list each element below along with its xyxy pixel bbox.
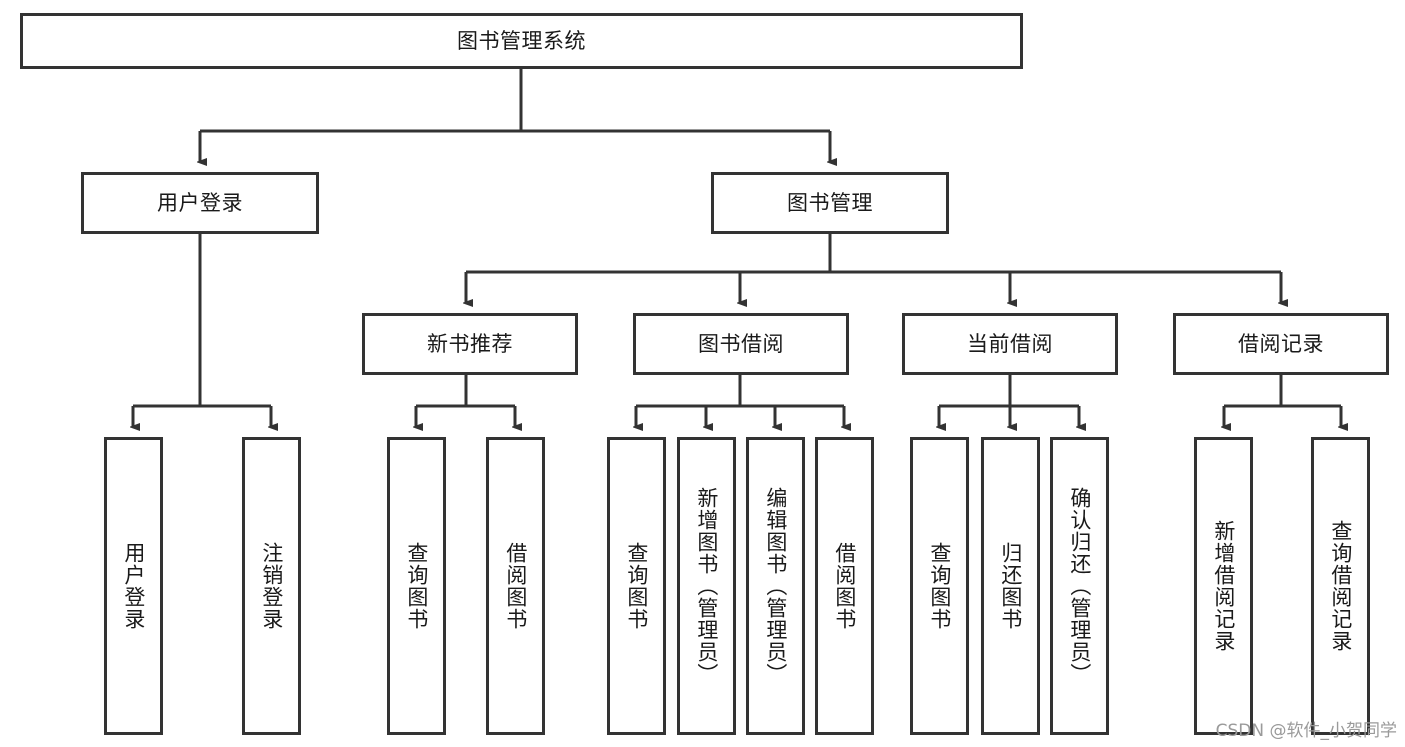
node-book-management[interactable]: 图书管理	[711, 172, 949, 234]
leaf-recommend-query-book[interactable]: 查询图书	[387, 437, 446, 735]
leaf-current-confirm-return-admin[interactable]: 确认归还（管理员）	[1050, 437, 1109, 735]
node-label: 图书借阅	[698, 331, 784, 356]
node-label: 注销登录	[259, 542, 284, 630]
node-label: 查询图书	[624, 542, 649, 630]
leaf-user-login-signin[interactable]: 用户登录	[104, 437, 163, 735]
node-current-borrow[interactable]: 当前借阅	[902, 313, 1118, 375]
node-book-borrow[interactable]: 图书借阅	[633, 313, 849, 375]
leaf-current-query-book[interactable]: 查询图书	[910, 437, 969, 735]
node-label: 用户登录	[121, 542, 146, 630]
node-label: 查询借阅记录	[1328, 520, 1353, 652]
node-label: 查询图书	[404, 542, 429, 630]
node-root-book-management-system[interactable]: 图书管理系统	[20, 13, 1023, 69]
node-borrow-record[interactable]: 借阅记录	[1173, 313, 1389, 375]
watermark: CSDN @软件_小贺同学	[1215, 721, 1397, 741]
node-label: 新增借阅记录	[1211, 520, 1236, 652]
leaf-borrow-edit-book-admin[interactable]: 编辑图书（管理员）	[746, 437, 805, 735]
node-label: 归还图书	[998, 542, 1023, 630]
node-label: 查询图书	[927, 542, 952, 630]
leaf-borrow-add-book-admin[interactable]: 新增图书（管理员）	[677, 437, 736, 735]
node-label: 用户登录	[157, 190, 243, 215]
leaf-user-login-signout[interactable]: 注销登录	[242, 437, 301, 735]
node-label: 图书管理系统	[457, 28, 586, 53]
node-label: 借阅记录	[1238, 331, 1324, 356]
leaf-recommend-borrow-book[interactable]: 借阅图书	[486, 437, 545, 735]
leaf-borrow-query-book[interactable]: 查询图书	[607, 437, 666, 735]
leaf-borrow-borrow-book[interactable]: 借阅图书	[815, 437, 874, 735]
node-label: 新书推荐	[427, 331, 513, 356]
node-label: 图书管理	[787, 190, 873, 215]
leaf-record-add-record[interactable]: 新增借阅记录	[1194, 437, 1253, 735]
node-label: 借阅图书	[832, 542, 857, 630]
node-label: 编辑图书（管理员）	[763, 487, 788, 685]
node-label: 借阅图书	[503, 542, 528, 630]
node-label: 当前借阅	[967, 331, 1053, 356]
node-label: 确认归还（管理员）	[1067, 487, 1092, 685]
leaf-current-return-book[interactable]: 归还图书	[981, 437, 1040, 735]
leaf-record-query-record[interactable]: 查询借阅记录	[1311, 437, 1370, 735]
node-user-login[interactable]: 用户登录	[81, 172, 319, 234]
node-new-book-recommend[interactable]: 新书推荐	[362, 313, 578, 375]
node-label: 新增图书（管理员）	[694, 487, 719, 685]
